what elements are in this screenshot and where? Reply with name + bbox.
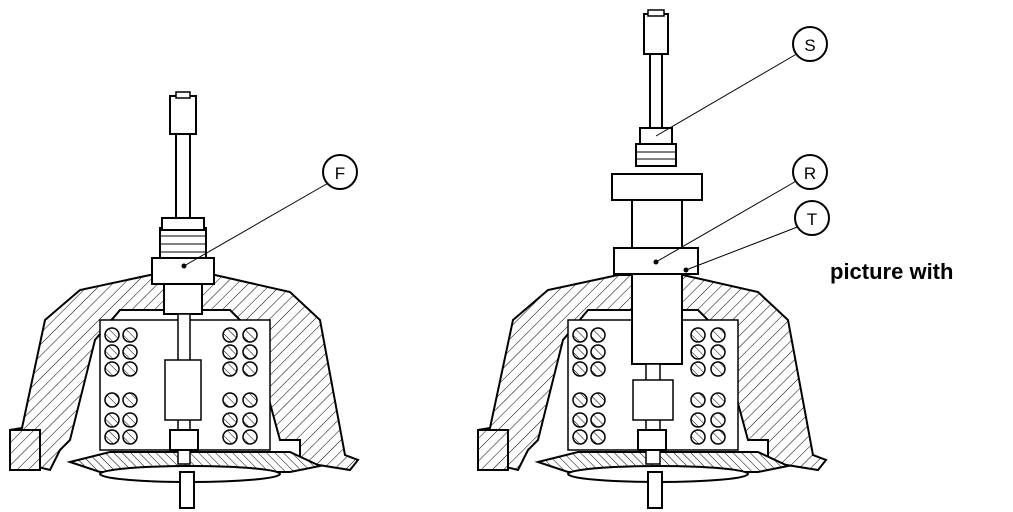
right-washer <box>611 173 703 201</box>
spring-coil-section <box>710 429 726 445</box>
spring-coil-section <box>122 344 138 360</box>
spring-coil-section <box>690 429 706 445</box>
spring-coil-section <box>242 344 258 360</box>
callout-R: R <box>655 154 828 263</box>
spring-coil-section <box>104 412 120 428</box>
spring-coil-section <box>572 327 588 343</box>
right-assembly <box>477 9 828 509</box>
spring-coil-section <box>242 429 258 445</box>
spring-coil-section <box>242 392 258 408</box>
spring-coil-section <box>122 361 138 377</box>
spring-coil-section <box>690 344 706 360</box>
callout-label-F: F <box>335 164 345 183</box>
left-thread <box>159 227 207 259</box>
left-nut <box>151 257 215 285</box>
callout-label-T: T <box>807 210 817 229</box>
spring-coil-section <box>710 412 726 428</box>
left-assembly <box>9 91 360 509</box>
spring-coil-section <box>104 344 120 360</box>
spring-coil-section <box>122 392 138 408</box>
callout-S: S <box>655 26 828 137</box>
spring-coil-section <box>222 392 238 408</box>
spring-coil-section <box>590 361 606 377</box>
spring-coil-section <box>690 361 706 377</box>
spring-coil-section <box>242 412 258 428</box>
spring-coil-section <box>590 392 606 408</box>
spring-coil-section <box>242 361 258 377</box>
spring-coil-section <box>572 361 588 377</box>
spring-coil-section <box>222 327 238 343</box>
spring-coil-section <box>590 429 606 445</box>
spring-coil-section <box>122 412 138 428</box>
spring-coil-section <box>104 327 120 343</box>
spring-coil-section <box>590 344 606 360</box>
spring-coil-section <box>572 392 588 408</box>
left-springs <box>99 319 271 451</box>
spring-coil-section <box>710 327 726 343</box>
left-stud-tip <box>169 95 197 135</box>
spring-coil-section <box>590 412 606 428</box>
spring-coil-section <box>104 429 120 445</box>
spring-coil-section <box>104 392 120 408</box>
callout-label-R: R <box>804 164 816 183</box>
spring-coil-section <box>710 361 726 377</box>
spring-coil-section <box>122 327 138 343</box>
spring-coil-section <box>690 327 706 343</box>
left-stud <box>175 129 191 231</box>
callout-T: T <box>685 200 830 271</box>
spring-coil-section <box>222 361 238 377</box>
spring-coil-section <box>242 327 258 343</box>
spring-coil-section <box>104 361 120 377</box>
spring-coil-section <box>690 412 706 428</box>
left-housing <box>9 274 360 472</box>
callout-label-S: S <box>804 36 815 55</box>
spring-coil-section <box>572 429 588 445</box>
spring-coil-section <box>122 429 138 445</box>
right-housing <box>477 274 828 472</box>
spring-coil-section <box>690 392 706 408</box>
spring-coil-section <box>572 412 588 428</box>
spring-coil-section <box>222 429 238 445</box>
spring-coil-section <box>222 344 238 360</box>
callout-F: F <box>183 154 358 267</box>
right-stud-tip <box>643 13 669 55</box>
spring-coil-section <box>590 327 606 343</box>
spring-coil-section <box>572 344 588 360</box>
spring-coil-section <box>710 392 726 408</box>
spring-coil-section <box>710 344 726 360</box>
caption-text: picture with <box>830 259 954 284</box>
spring-coil-section <box>222 412 238 428</box>
